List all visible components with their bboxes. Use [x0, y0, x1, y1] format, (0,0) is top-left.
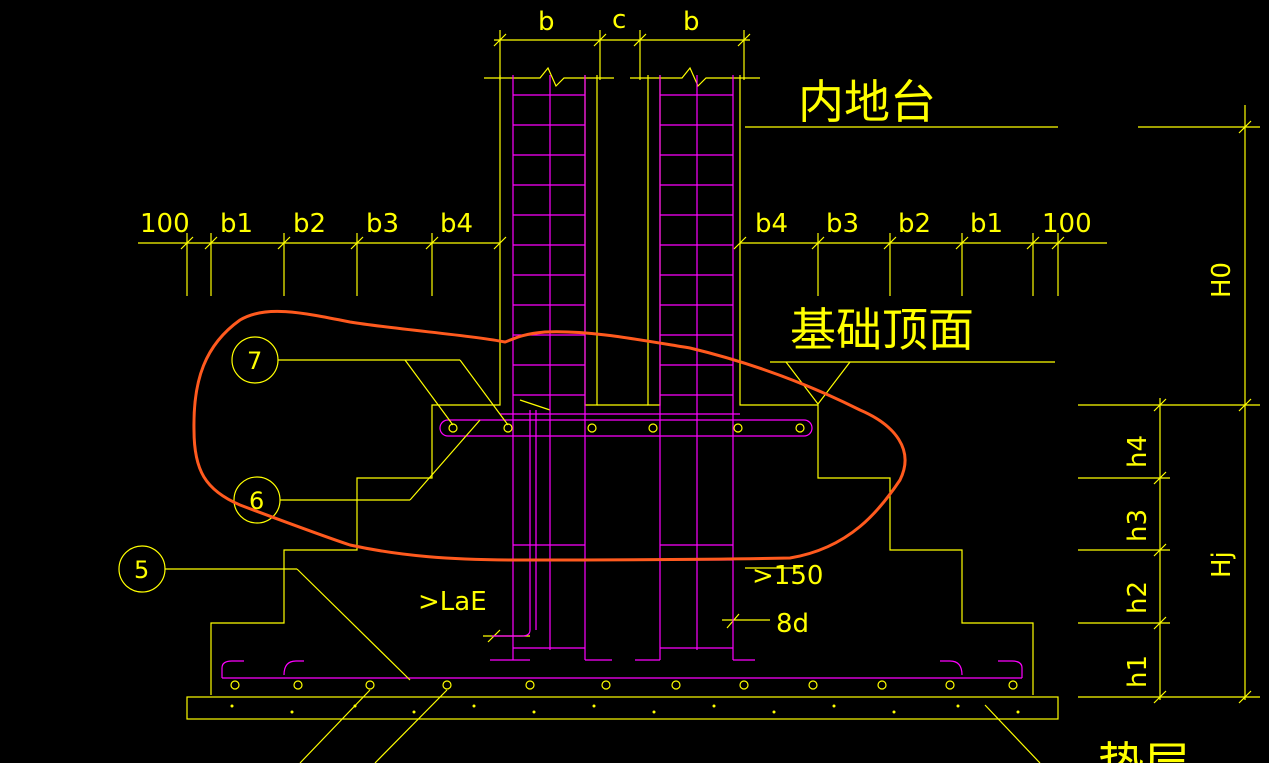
upper-slab-bar-dots	[448, 423, 805, 433]
label-cushion: 垫层	[1098, 737, 1190, 763]
top-dimension	[493, 30, 751, 80]
label-8d: 8d	[776, 609, 809, 639]
bottom-slab-bar-dots	[230, 680, 1018, 690]
dim-right-b2: b2	[898, 209, 931, 239]
label-inner-floor: 内地台	[798, 75, 936, 129]
upper-slab-rebar	[439, 413, 813, 437]
dim-h2: h2	[1123, 581, 1153, 614]
dim-left-b4: b4	[440, 209, 473, 239]
dim-Hj: Hj	[1207, 551, 1237, 578]
foundation-outline	[186, 66, 1059, 720]
dim-left-b3: b3	[366, 209, 399, 239]
dim-right-b4: b4	[755, 209, 788, 239]
cushion-leaders	[299, 689, 1041, 763]
callout-5	[118, 545, 411, 681]
dim-top-c: c	[612, 5, 626, 35]
height-dimension	[1078, 105, 1260, 704]
dim-h3: h3	[1123, 509, 1153, 542]
dim-right-100: 100	[1042, 209, 1092, 239]
dim-top-b-left: b	[538, 7, 555, 37]
callout-6-number: 6	[249, 487, 264, 515]
callout-7	[231, 336, 509, 426]
left-wall-rebar-cage	[490, 75, 612, 661]
drawing-labels: b c b 100 b1 b2 b3 b4 b4 b3 b2 b1 100 h4…	[134, 5, 1237, 763]
dim-left-b2: b2	[293, 209, 326, 239]
dim-h4: h4	[1123, 435, 1153, 468]
dim-h1: h1	[1123, 655, 1153, 688]
callout-7-number: 7	[247, 347, 262, 375]
left-dimension	[138, 233, 507, 296]
dim-right-b1: b1	[970, 209, 1003, 239]
label-foundation-top: 基础顶面	[790, 303, 974, 357]
callout-6	[233, 419, 481, 524]
dim-top-b-right: b	[683, 7, 700, 37]
right-wall-rebar-cage	[635, 75, 755, 661]
dim-left-b1: b1	[220, 209, 253, 239]
callout-5-number: 5	[134, 556, 149, 584]
right-dimension	[733, 233, 1107, 296]
dim-right-b3: b3	[826, 209, 859, 239]
bottom-slab-rebar	[221, 660, 1023, 679]
label-anchor-length: >LaE	[418, 587, 487, 617]
dim-H0: H0	[1207, 262, 1237, 298]
anchorage-bar	[492, 410, 537, 637]
label-min-150: >150	[752, 561, 823, 591]
hand-drawn-markup-loop	[192, 309, 907, 562]
cushion-aggregate	[230, 704, 1020, 714]
dim-left-100: 100	[140, 209, 190, 239]
